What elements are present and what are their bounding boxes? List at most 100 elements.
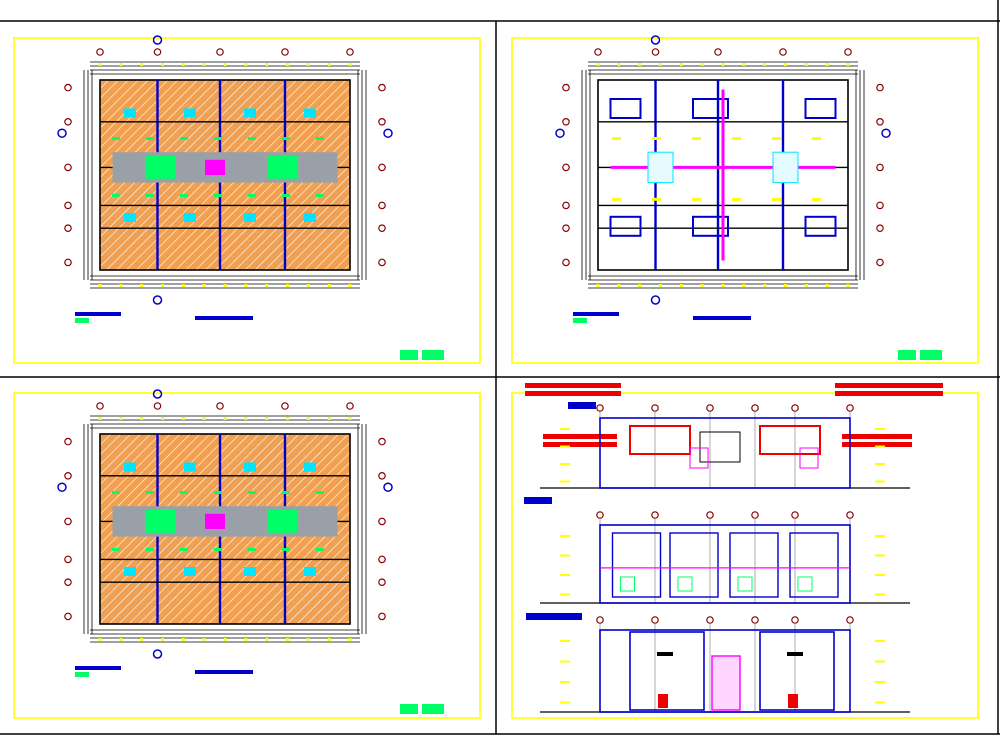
stamp-icon	[400, 704, 418, 714]
scale-bar	[693, 316, 751, 320]
axis-bubble-icon	[596, 616, 604, 624]
axis-bubble-icon	[378, 224, 386, 233]
stamp-icon	[898, 350, 916, 360]
dimension-tick	[742, 63, 746, 66]
dimension-tick	[265, 638, 269, 641]
window	[699, 431, 741, 463]
facade-callout-box	[629, 425, 691, 455]
dimension-tick	[763, 63, 767, 66]
section-marker-icon	[881, 128, 891, 138]
room-label-mark	[282, 491, 290, 494]
roof-opening	[804, 215, 837, 237]
axis-bubble-icon	[64, 118, 72, 126]
bathroom-fixture	[124, 567, 136, 576]
bathroom-fixture	[304, 108, 316, 118]
roof-label-mark	[772, 197, 781, 201]
bathroom-fixture	[184, 108, 196, 118]
axis-bubble-icon	[751, 511, 759, 519]
axis-bubble-icon	[562, 118, 570, 126]
axis-bubble-icon	[281, 402, 289, 410]
axis-bubble-icon	[706, 511, 714, 519]
axis-bubble-icon	[706, 404, 714, 412]
axis-bubble-icon	[378, 201, 386, 210]
dimension-tick	[846, 284, 850, 287]
room-label-mark	[214, 491, 222, 494]
bathroom-fixture	[184, 567, 196, 576]
section-title-bar	[568, 402, 596, 409]
dimension-tick	[617, 284, 621, 287]
axis-bubble-icon	[378, 612, 386, 621]
dimension-tick	[98, 417, 102, 420]
axis-bubble-icon	[64, 612, 72, 621]
room-label-mark	[214, 548, 222, 551]
callout-bar	[525, 383, 621, 388]
dimension-tick	[119, 63, 123, 66]
level-mark	[560, 554, 570, 557]
dimension-tick	[98, 63, 102, 66]
courtyard-planting	[145, 510, 175, 533]
signage	[657, 652, 673, 656]
axis-bubble-icon	[64, 471, 72, 480]
roof-opening	[609, 98, 642, 119]
level-mark	[875, 660, 885, 663]
axis-bubble-icon	[791, 404, 799, 412]
dimension-tick	[161, 284, 164, 287]
axis-bubble-icon	[596, 404, 604, 412]
section-marker-icon	[383, 482, 393, 492]
dimension-tick	[306, 417, 310, 420]
axis-bubble-icon	[64, 163, 72, 172]
room-label-mark	[316, 548, 324, 551]
axis-bubble-icon	[876, 118, 884, 126]
axis-bubble-icon	[378, 163, 386, 172]
axis-bubble-icon	[651, 404, 659, 412]
skylight	[647, 151, 674, 184]
bathroom-fixture	[244, 462, 256, 472]
dimension-tick	[119, 417, 123, 420]
room-label-mark	[112, 491, 120, 494]
dimension-tick	[286, 638, 289, 641]
room-label-mark	[282, 137, 290, 140]
dimension-tick	[327, 417, 331, 420]
level-mark	[560, 681, 570, 683]
room-label-mark	[180, 491, 188, 494]
section-marker-icon	[152, 295, 163, 305]
roof-label-mark	[652, 197, 661, 201]
facade-volume	[629, 631, 705, 711]
section-marker-icon	[152, 649, 163, 659]
bathroom-fixture	[184, 213, 196, 222]
room-label-mark	[112, 137, 120, 140]
section-marker-icon	[152, 389, 163, 399]
room-label-mark	[282, 548, 290, 551]
room-label-mark	[316, 137, 324, 140]
section-marker-icon	[57, 128, 67, 138]
axis-bubble-icon	[562, 224, 570, 233]
room-label-mark	[214, 194, 222, 197]
dimension-tick	[265, 284, 269, 287]
axis-bubble-icon	[876, 224, 884, 233]
dimension-tick	[596, 63, 600, 66]
dimension-tick	[202, 417, 206, 420]
axis-bubble-icon	[876, 163, 884, 172]
panel-frame-upper-floor-plan	[13, 392, 481, 719]
dimension-tick	[244, 638, 248, 641]
dimension-tick	[181, 417, 185, 420]
dimension-tick	[140, 284, 144, 287]
section-opening	[620, 576, 635, 592]
section-title-bar	[524, 497, 552, 504]
roof-label-mark	[652, 137, 661, 140]
dimension-tick	[348, 638, 352, 641]
axis-bubble-icon	[779, 48, 787, 56]
axis-bubble-icon	[153, 48, 162, 56]
axis-bubble-icon	[378, 471, 386, 480]
level-mark	[560, 445, 570, 448]
room-label-mark	[146, 194, 154, 197]
dimension-tick	[348, 63, 352, 66]
level-mark	[875, 574, 885, 576]
section-marker-icon	[650, 295, 661, 305]
dimension-tick	[140, 63, 144, 66]
level-mark	[875, 535, 885, 537]
axis-bubble-icon	[751, 616, 759, 624]
roof-label-mark	[772, 137, 781, 140]
dimension-tick	[98, 638, 102, 641]
dimension-tick	[140, 638, 144, 641]
